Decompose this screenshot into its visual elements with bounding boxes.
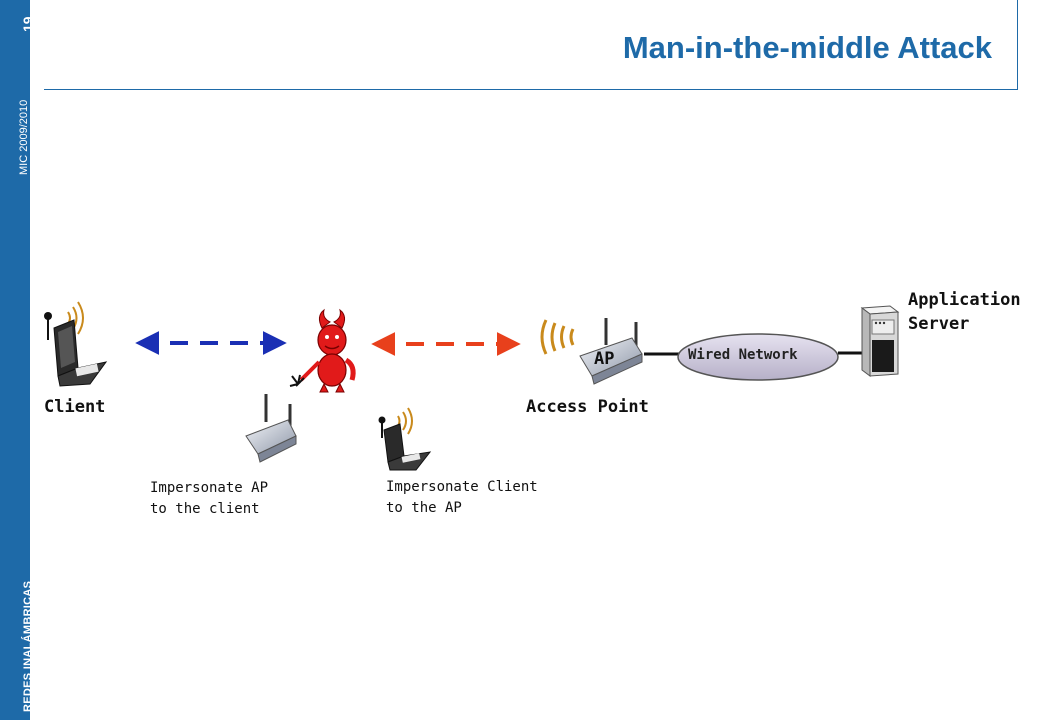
fake-access-point-icon (245, 394, 297, 463)
fake-ap-note: Impersonate AP to the client (150, 480, 269, 517)
wired-network-label: Wired Network (688, 347, 798, 363)
server-icon (860, 305, 900, 377)
access-point-icon (579, 318, 643, 385)
ap-tag: AP (594, 349, 615, 369)
header-divider (44, 89, 1018, 90)
fake-client-laptop-icon (378, 407, 432, 471)
header-divider-vertical (1017, 0, 1018, 90)
access-point-label: Access Point (526, 397, 649, 417)
sidebar (0, 0, 30, 720)
wired-network-cloud-icon (677, 333, 839, 381)
client-laptop-icon (44, 301, 108, 387)
client-label: Client (44, 397, 106, 417)
fake-client-note: Impersonate Client to the AP (386, 479, 538, 516)
server-label: Application Server (908, 290, 1021, 334)
slide-title: Man-in-the-middle Attack (622, 30, 992, 65)
attacker-devil-icon (289, 308, 356, 393)
ap-wireless-waves-icon (540, 319, 575, 355)
